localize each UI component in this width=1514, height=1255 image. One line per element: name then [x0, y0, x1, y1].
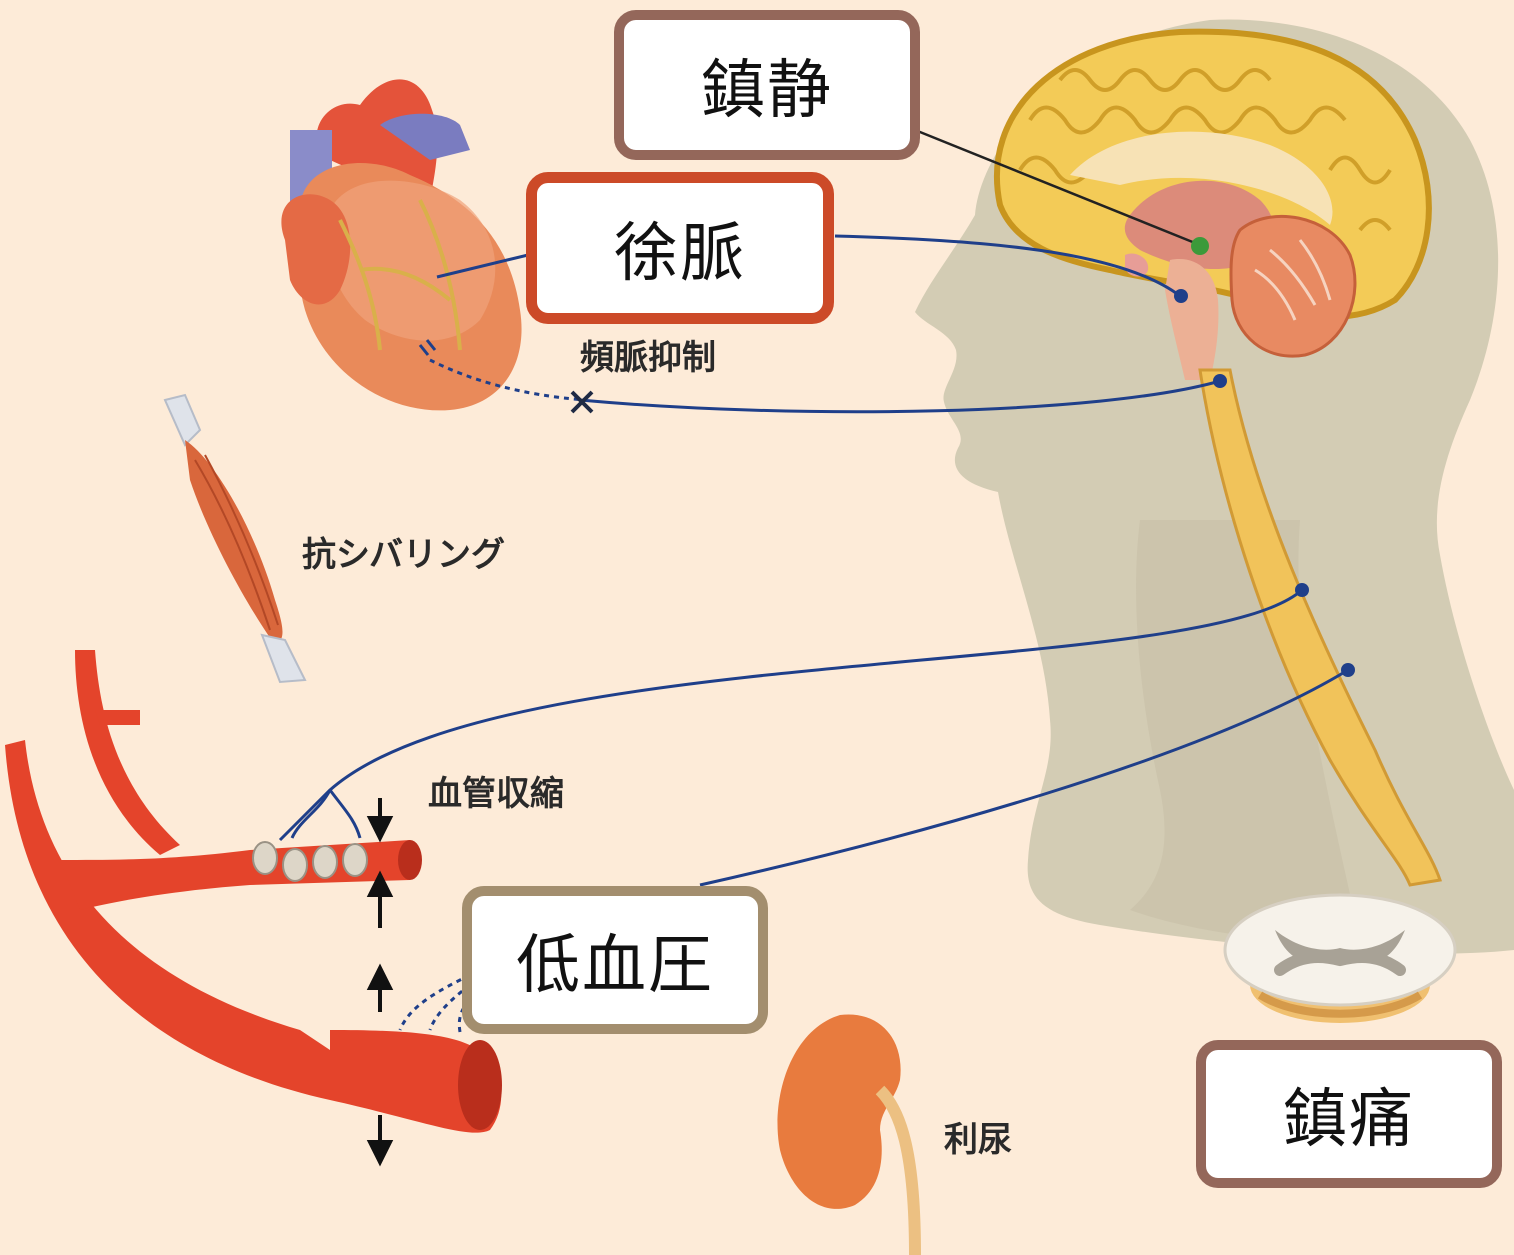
kidney — [778, 1014, 916, 1255]
sedation-text: 鎮静 — [701, 39, 833, 131]
muscle — [165, 395, 305, 682]
vasoconstriction-label: 血管収縮 — [428, 766, 564, 815]
nerve-branch-2 — [330, 790, 360, 838]
analgesia-text: 鎮痛 — [1283, 1068, 1415, 1160]
heart — [281, 79, 521, 410]
diuresis-label: 利尿 — [944, 1112, 1012, 1161]
dashed-nerve-aorta — [400, 975, 470, 1032]
spinal-cross-section — [1225, 895, 1455, 1023]
bradycardia-box: 徐脈 — [526, 172, 834, 324]
sedation-box: 鎮静 — [614, 10, 920, 160]
nerve-branch-1 — [292, 790, 330, 838]
tachycardia-suppression-label: 頻脈抑制 — [580, 330, 716, 379]
hypotension-box: 低血圧 — [462, 886, 768, 1034]
analgesia-box: 鎮痛 — [1196, 1040, 1502, 1188]
anti-shivering-label: 抗シバリング — [302, 527, 505, 576]
blood-vessels — [5, 650, 502, 1133]
hypotension-text: 低血圧 — [516, 914, 714, 1006]
bradycardia-text: 徐脈 — [614, 202, 746, 294]
sedation-site-dot — [1191, 237, 1209, 255]
